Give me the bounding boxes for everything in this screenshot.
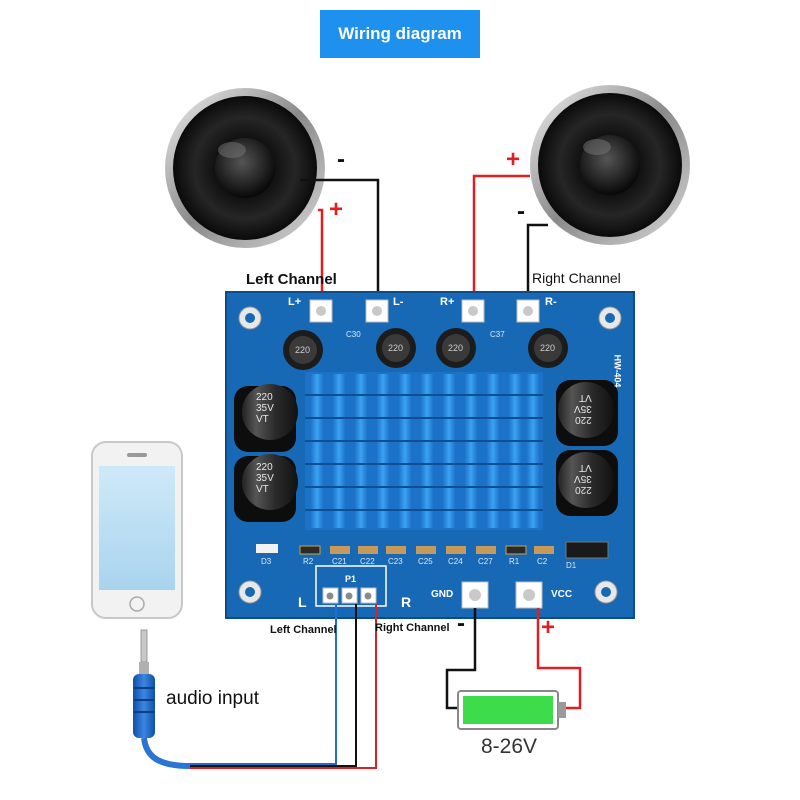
comp-c21-label: C21 bbox=[332, 557, 347, 566]
right-speaker-minus: - bbox=[517, 198, 525, 225]
comp-c25-label: C25 bbox=[418, 557, 433, 566]
smd-components bbox=[256, 541, 609, 559]
comp-c37-label: C37 bbox=[490, 330, 505, 339]
speaker-wires bbox=[300, 174, 548, 300]
right-channel-top-label: Right Channel bbox=[532, 270, 621, 286]
comp-c24-label: C24 bbox=[448, 557, 463, 566]
inductor-1-label: 220 bbox=[295, 345, 311, 355]
diagram-title: Wiring diagram bbox=[320, 10, 480, 58]
pin-r-plus-label: R+ bbox=[440, 296, 455, 308]
heatsink bbox=[305, 372, 543, 530]
left-channel-top-label: Left Channel bbox=[246, 271, 337, 288]
speaker-right-icon bbox=[530, 85, 690, 245]
power-wires bbox=[445, 608, 582, 710]
right-channel-bottom-label: Right Channel bbox=[375, 622, 450, 634]
pin-gnd-label: GND bbox=[431, 589, 454, 600]
inductor-2-label: 220 bbox=[388, 343, 404, 353]
comp-c30-label: C30 bbox=[346, 330, 361, 339]
audio-input-label: audio input bbox=[166, 688, 259, 709]
inductor-4-label: 220 bbox=[540, 343, 556, 353]
inductors bbox=[283, 328, 568, 370]
speaker-left-icon bbox=[165, 88, 325, 248]
left-speaker-plus: + bbox=[329, 196, 344, 223]
comp-c22-label: C22 bbox=[360, 557, 375, 566]
input-l-label: L bbox=[298, 594, 307, 610]
comp-d3-label: D3 bbox=[261, 557, 272, 566]
right-speaker-plus: + bbox=[506, 146, 521, 173]
comp-r1-label: R1 bbox=[509, 557, 520, 566]
pin-l-plus-label: L+ bbox=[288, 296, 302, 308]
capacitors bbox=[234, 380, 618, 522]
voltage-label: 8-26V bbox=[481, 735, 538, 758]
board-model-label: HW-404 bbox=[612, 354, 623, 388]
audio-jack-icon bbox=[133, 629, 191, 769]
comp-d1-label: D1 bbox=[566, 561, 577, 570]
pin-r-minus-label: R- bbox=[545, 296, 557, 308]
gnd-minus-sign: - bbox=[457, 610, 465, 637]
battery-icon bbox=[457, 690, 566, 730]
vcc-plus-sign: + bbox=[541, 614, 556, 641]
comp-c27-label: C27 bbox=[478, 557, 493, 566]
pin-vcc-label: VCC bbox=[551, 589, 573, 600]
input-header bbox=[315, 565, 387, 607]
comp-r2-label: R2 bbox=[303, 557, 314, 566]
inductor-3-label: 220 bbox=[448, 343, 464, 353]
pin-l-minus-label: L- bbox=[393, 296, 404, 308]
left-channel-bottom-label: Left Channel bbox=[270, 624, 337, 636]
amplifier-board bbox=[225, 291, 635, 619]
input-r-label: R bbox=[401, 594, 412, 610]
left-speaker-minus: - bbox=[337, 146, 345, 173]
comp-c2-label: C2 bbox=[537, 557, 548, 566]
audio-wires bbox=[190, 604, 377, 769]
phone-icon bbox=[91, 441, 183, 619]
input-header-label: P1 bbox=[345, 574, 357, 584]
comp-c23-label: C23 bbox=[388, 557, 403, 566]
